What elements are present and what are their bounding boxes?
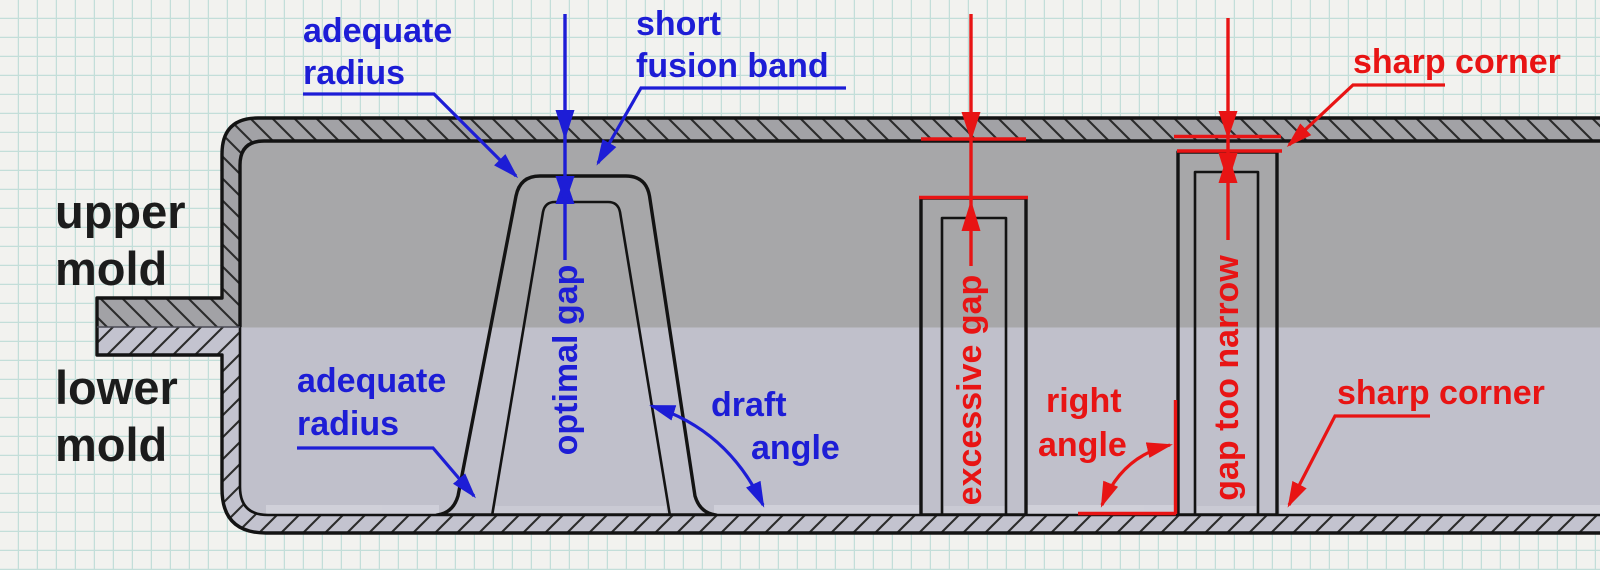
annotation-gap-too-narrow: gap too narrow — [1174, 18, 1282, 501]
adequate-radius-bottom-leader-arrow — [297, 446, 476, 499]
gap-too-narrow-arrow-down-icon — [1218, 111, 1238, 139]
gap-too-narrow-arrow-down2-icon — [1218, 153, 1238, 183]
annotation-excessive-gap: excessive gap — [919, 14, 1028, 505]
short-fusion-band-line2: fusion band — [636, 47, 829, 85]
excessive-gap-arrow-up-icon — [961, 200, 981, 231]
annotation-right-angle: right angle — [1038, 382, 1178, 516]
sharp-corner-top-label: sharp corner — [1353, 43, 1561, 81]
boss-optimal-core — [490, 200, 672, 518]
adequate-radius-top-line2: radius — [303, 54, 405, 92]
upper-mold-label-line2: mold — [55, 242, 167, 295]
upper-mold-label-line1: upper — [55, 185, 186, 238]
excessive-gap-arrow-down-icon — [961, 112, 981, 141]
short-fusion-band-leader-arrow — [596, 86, 846, 166]
mold-half-labels: upper mold lower mold — [55, 185, 186, 471]
annotation-short-fusion-band: short fusion band — [596, 5, 846, 166]
right-angle-line1: right — [1046, 382, 1122, 420]
lower-mold-label-line1: lower — [55, 361, 178, 414]
mold-regions — [238, 140, 1600, 516]
part-lower-sheet — [95, 327, 1600, 535]
right-angle-line2: angle — [1038, 426, 1127, 464]
lower-sheet-fill — [97, 327, 1600, 533]
upper-mold-region — [238, 140, 1600, 328]
optimal-gap-arrow-down2-icon — [555, 176, 575, 204]
good-annotations: adequate radius short fusion band optima… — [297, 5, 846, 508]
upper-sheet-fill — [97, 118, 1600, 328]
annotation-draft-angle: draft angle — [649, 386, 840, 508]
upper-sheet-outer-outline — [95, 116, 1600, 327]
adequate-radius-bottom-line2: radius — [297, 405, 399, 443]
annotation-sharp-corner-bottom: sharp corner — [1287, 374, 1545, 508]
lower-sheet-inner-outline — [238, 327, 1600, 517]
gap-too-narrow-label: gap too narrow — [1208, 255, 1246, 501]
lower-mold-region — [238, 327, 1600, 516]
right-angle-arc-arrow — [1100, 442, 1173, 508]
draft-angle-line2: angle — [751, 429, 840, 467]
excessive-gap-label: excessive gap — [951, 275, 989, 506]
annotation-optimal-gap: optimal gap — [547, 14, 585, 455]
optimal-gap-arrow-down-icon — [555, 110, 575, 140]
draft-angle-arc-arrow — [649, 404, 765, 508]
sharp-corner-top-leader-arrow — [1286, 83, 1445, 148]
optimal-gap-label: optimal gap — [547, 265, 585, 456]
lower-mold-label-line2: mold — [55, 418, 167, 471]
short-fusion-band-line1: short — [636, 5, 721, 43]
adequate-radius-bottom-line1: adequate — [297, 362, 446, 400]
bad-annotations: excessive gap sharp corner gap too narro… — [919, 14, 1561, 516]
part-upper-sheet — [95, 116, 1600, 328]
annotation-sharp-corner-top: sharp corner — [1286, 43, 1561, 148]
draft-angle-line1: draft — [711, 386, 787, 424]
sharp-corner-bottom-label: sharp corner — [1337, 374, 1545, 412]
annotation-adequate-radius-top: adequate radius — [303, 12, 519, 179]
cavity-floor-highlight — [266, 505, 1600, 515]
adequate-radius-top-leader-arrow — [303, 92, 519, 179]
lower-sheet-outer-outline — [95, 327, 1600, 535]
adequate-radius-top-line1: adequate — [303, 12, 452, 50]
sharp-corner-bottom-leader-arrow — [1287, 414, 1430, 508]
upper-sheet-inner-outline — [238, 139, 1600, 327]
annotation-adequate-radius-bottom: adequate radius — [297, 362, 476, 499]
